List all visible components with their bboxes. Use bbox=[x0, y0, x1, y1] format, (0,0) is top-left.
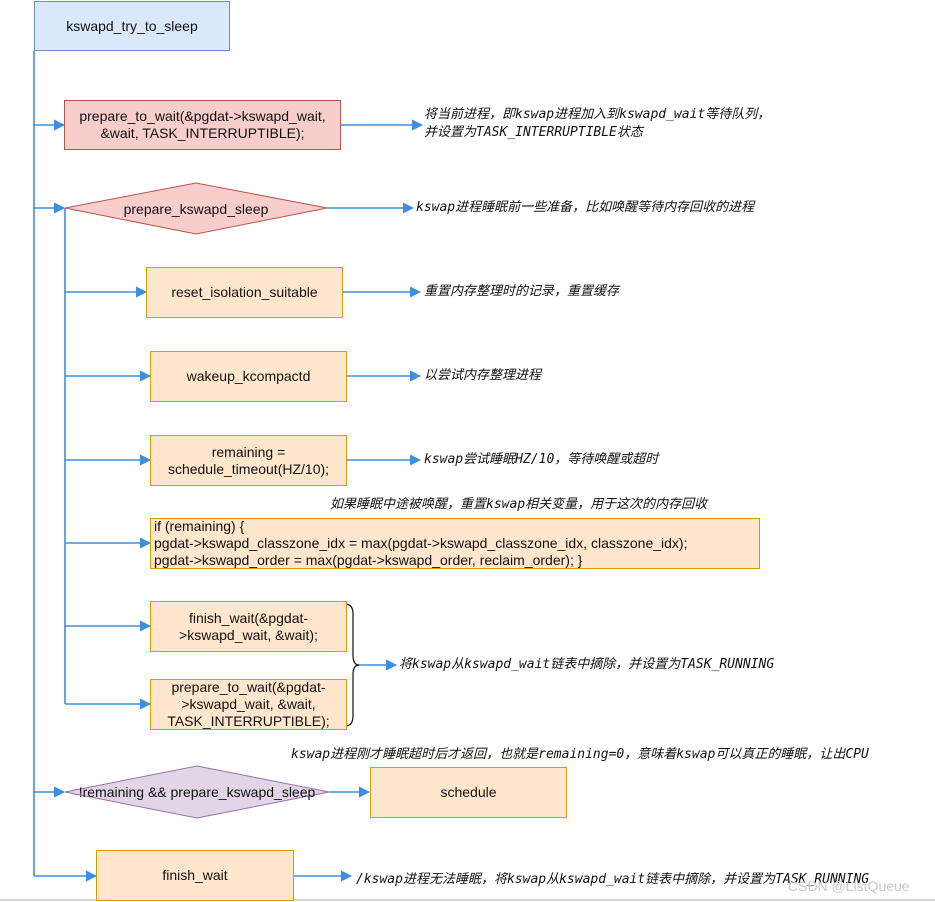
not-remaining-diamond bbox=[64, 765, 330, 819]
note-finish-wait: /kswap进程无法睡眠，将kswap从kswapd_wait链表中摘除，并设置… bbox=[356, 872, 870, 887]
note-remaining: kswap尝试睡眠HZ/10，等待唤醒或超时 bbox=[424, 452, 659, 467]
if-remaining-node: if (remaining) { pgdat->kswapd_classzone… bbox=[150, 518, 760, 569]
kswapd-try-to-sleep-node: kswapd_try_to_sleep bbox=[34, 1, 230, 51]
prepare-kswapd-sleep-label: prepare_kswapd_sleep bbox=[123, 200, 269, 217]
prepare-to-wait-node: prepare_to_wait(&pgdat->kswapd_wait, &wa… bbox=[64, 100, 341, 150]
schedule-node: schedule bbox=[370, 767, 567, 818]
wakeup-kcompactd-node: wakeup_kcompactd bbox=[150, 351, 347, 402]
note-prepare-to-wait: 将当前进程，即kswap进程加入到kswapd_wait等待队列， 并设置为TA… bbox=[424, 107, 771, 140]
note-reset-isolation: 重置内存整理时的记录，重置缓存 bbox=[424, 284, 620, 299]
group-brace bbox=[344, 603, 360, 727]
note-if-remaining: 如果睡眠中途被唤醒，重置kswap相关变量，用于这次的内存回收 bbox=[330, 497, 708, 512]
note-prepare-kswapd-sleep: kswap进程睡眠前一些准备，比如唤醒等待内存回收的进程 bbox=[416, 200, 755, 215]
finish-wait-node: finish_wait bbox=[96, 850, 294, 901]
finish-wait-inner-node: finish_wait(&pgdat- >kswapd_wait, &wait)… bbox=[150, 601, 347, 652]
prepare-to-wait-inner-node: prepare_to_wait(&pgdat- >kswapd_wait, &w… bbox=[150, 679, 347, 730]
note-finish-prepare: 将kswap从kswapd_wait链表中摘除，并设置为TASK_RUNNING bbox=[399, 657, 775, 672]
note-wakeup-kcompactd: 以尝试内存整理进程 bbox=[424, 368, 542, 383]
remaining-schedule-timeout-node: remaining = schedule_timeout(HZ/10); bbox=[150, 435, 347, 486]
csdn-watermark: CSDN @ListQueue bbox=[788, 878, 910, 894]
not-remaining-label: !remaining && prepare_kswapd_sleep bbox=[78, 784, 316, 800]
reset-isolation-suitable-node: reset_isolation_suitable bbox=[146, 267, 343, 318]
prepare-kswapd-sleep-diamond bbox=[64, 182, 328, 235]
note-not-remaining: kswap进程刚才睡眠超时后才返回，也就是remaining=0，意味着kswa… bbox=[291, 747, 869, 762]
